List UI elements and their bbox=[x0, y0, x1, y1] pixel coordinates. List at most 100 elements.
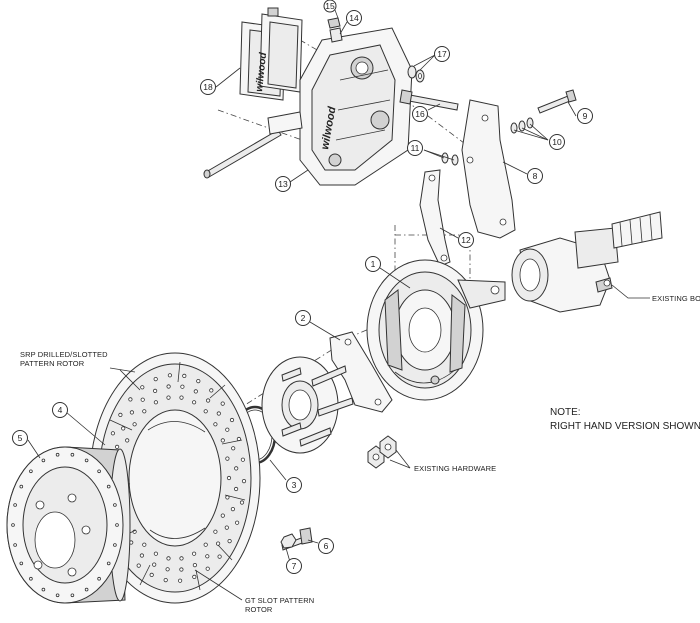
callouts: 1 2 3 4 5 6 7 8 9 10 11 12 13 14 15 16 1… bbox=[12, 0, 593, 574]
existing-hardware-label: EXISTING HARDWARE bbox=[414, 464, 496, 473]
svg-text:7: 7 bbox=[292, 561, 297, 571]
nut-7 bbox=[280, 533, 297, 549]
rotor-drill-hole bbox=[227, 538, 232, 544]
drum-rivet bbox=[41, 458, 46, 463]
rotor-drill-hole bbox=[213, 529, 218, 534]
svg-text:18: 18 bbox=[203, 82, 213, 92]
rotor-drill-hole bbox=[166, 556, 171, 561]
drum-rivet bbox=[84, 587, 89, 592]
pad-brand-mark: wilwood bbox=[254, 51, 269, 92]
parking-brake-lever-12 bbox=[419, 169, 451, 267]
rotor-drill-hole bbox=[182, 373, 187, 378]
callout-4: 4 bbox=[52, 402, 68, 418]
callout-1: 1 bbox=[365, 256, 381, 272]
rotor-drill-hole bbox=[226, 475, 232, 481]
srp-rotor-label-line1: SRP DRILLED/SLOTTED bbox=[20, 350, 108, 359]
drum-rivet bbox=[41, 587, 46, 592]
rotor-drill-hole bbox=[153, 376, 158, 382]
svg-text:6: 6 bbox=[324, 541, 329, 551]
callout-8: 8 bbox=[527, 168, 543, 184]
rotor-drill-hole bbox=[209, 388, 214, 393]
rotor-drill-hole bbox=[203, 409, 208, 414]
svg-text:17: 17 bbox=[437, 49, 447, 59]
svg-text:11: 11 bbox=[411, 143, 420, 153]
mounting-bolt-16 bbox=[399, 89, 459, 111]
drum-rivet bbox=[97, 469, 101, 474]
rotor-drill-hole bbox=[167, 373, 172, 378]
rotor-drill-hole bbox=[153, 388, 158, 393]
drum-rivet bbox=[70, 593, 75, 598]
gt-rotor-label-line2: ROTOR bbox=[245, 605, 273, 614]
rotor-drill-hole bbox=[179, 556, 184, 561]
rotor-drill-hole bbox=[225, 427, 230, 432]
rotor-drill-hole bbox=[139, 553, 144, 558]
svg-text:1: 1 bbox=[371, 259, 376, 269]
rotor-drill-hole bbox=[163, 577, 168, 583]
srp-rotor-label-line2: PATTERN ROTOR bbox=[20, 359, 85, 368]
rotor-drill-hole bbox=[153, 551, 158, 556]
rotor-drill-hole bbox=[220, 513, 225, 518]
rotor-drill-hole bbox=[241, 478, 247, 484]
rotor-drill-hole bbox=[136, 563, 141, 568]
bracket-bolt-9 bbox=[537, 89, 577, 114]
callout-5: 5 bbox=[12, 430, 28, 446]
rotor-drill-hole bbox=[118, 412, 123, 417]
callout-14: 14 bbox=[346, 10, 362, 26]
rotor-drill-hole bbox=[234, 486, 239, 492]
rotor-drill-hole bbox=[192, 562, 197, 568]
rotor-drill-hole bbox=[166, 395, 171, 400]
brake-pads: wilwood bbox=[239, 7, 303, 101]
svg-text:10: 10 bbox=[552, 137, 562, 147]
rotor-drill-hole bbox=[216, 541, 221, 546]
rotor-drill-hole bbox=[132, 422, 137, 427]
rotor-drill-hole bbox=[178, 578, 183, 583]
callout-17: 17 bbox=[434, 46, 450, 62]
drum-rivet bbox=[113, 503, 117, 507]
gt-rotor-label-line1: GT SLOT PATTERN bbox=[245, 596, 314, 605]
rotor-drill-hole bbox=[220, 438, 225, 443]
callout-11: 11 bbox=[407, 140, 423, 156]
drum-rivet bbox=[106, 561, 111, 566]
rotor-drill-hole bbox=[142, 542, 147, 547]
note-text: RIGHT HAND VERSION SHOWN bbox=[550, 421, 700, 432]
rotor-drill-hole bbox=[217, 554, 222, 559]
drum-rivet bbox=[11, 523, 15, 527]
rotor-drill-hole bbox=[235, 520, 240, 525]
drum-rivet bbox=[13, 503, 17, 507]
drum-rivet bbox=[113, 543, 117, 547]
adapter-plate-2 bbox=[329, 331, 393, 413]
rotor-drill-hole bbox=[216, 411, 221, 416]
rotor-drill-hole bbox=[165, 567, 170, 572]
svg-text:14: 14 bbox=[349, 13, 359, 23]
shims-10 bbox=[510, 117, 534, 134]
rotor-drill-hole bbox=[166, 384, 171, 389]
rotor-drill-hole bbox=[220, 401, 225, 406]
rotor-drill-hole bbox=[196, 378, 201, 384]
rotor-drill-hole bbox=[152, 562, 157, 567]
svg-text:16: 16 bbox=[415, 109, 425, 119]
rotor-drill-hole bbox=[142, 409, 147, 414]
axle-housing bbox=[511, 211, 663, 313]
drum-rivets bbox=[11, 452, 119, 598]
svg-text:15: 15 bbox=[325, 1, 335, 11]
rotor-drill-hole bbox=[125, 438, 130, 443]
callout-16: 16 bbox=[412, 106, 428, 122]
rotor-drill-hole bbox=[115, 444, 120, 449]
svg-text:4: 4 bbox=[58, 405, 63, 415]
text-labels: EXISTING BOLT EXISTING HARDWARE SRP DRIL… bbox=[20, 294, 700, 614]
callout-2: 2 bbox=[295, 310, 311, 326]
rotor-drill-hole bbox=[213, 422, 218, 427]
drum-hat-5 bbox=[6, 446, 131, 604]
svg-text:3: 3 bbox=[292, 480, 297, 490]
svg-text:5: 5 bbox=[18, 433, 23, 443]
drum-rivet bbox=[13, 543, 17, 547]
svg-text:8: 8 bbox=[533, 171, 538, 181]
rotor-drill-hole bbox=[140, 385, 145, 390]
callout-10: 10 bbox=[549, 134, 565, 150]
drum-rivet bbox=[29, 469, 33, 474]
rotor-drill-hole bbox=[128, 397, 133, 402]
rotor-drill-hole bbox=[179, 395, 184, 400]
callout-3: 3 bbox=[286, 477, 302, 493]
svg-text:2: 2 bbox=[301, 313, 306, 323]
